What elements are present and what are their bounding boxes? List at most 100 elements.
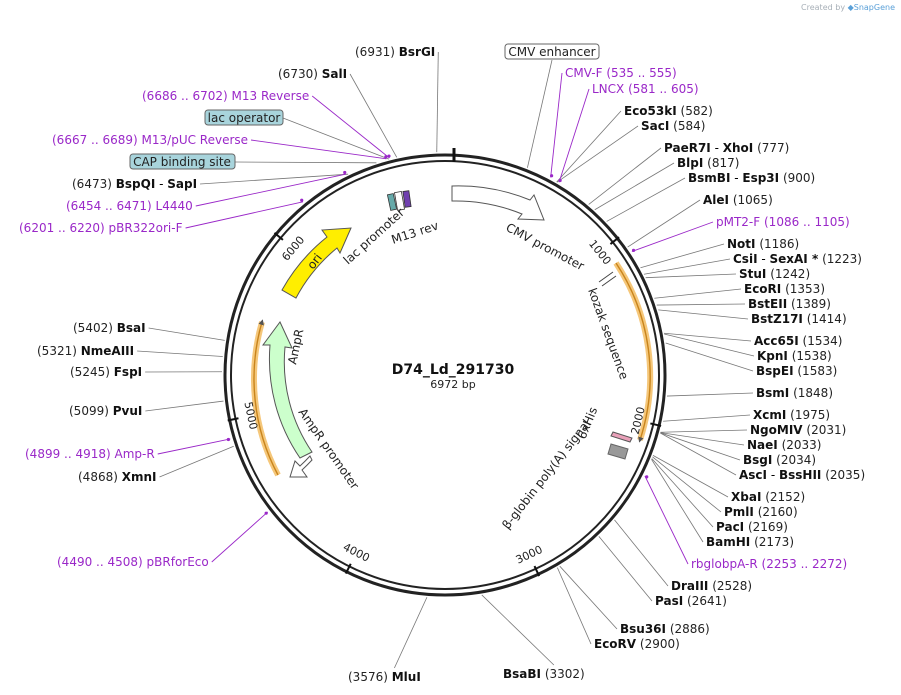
primer-pos: (581 .. 605) (628, 82, 698, 96)
svg-text:(6201 .. 6220) pBR322ori-F: (6201 .. 6220) pBR322ori-F (19, 221, 183, 235)
leader-xbai (652, 454, 729, 498)
site-ngomiv[interactable]: NgoMIV (2031) (750, 423, 846, 437)
ampr-promoter-arrow[interactable] (289, 455, 313, 478)
site-name: AscI (739, 468, 767, 482)
tick-label-6000: 6000 (279, 234, 307, 264)
site-name: StuI (739, 267, 766, 281)
svg-text:Acc65I (1534): Acc65I (1534) (754, 334, 842, 348)
primer-rbglobpa-r[interactable]: rbglobpA-R (2253 .. 2272) (691, 557, 847, 571)
primer-leader (195, 173, 346, 207)
site-bsu36i[interactable]: Bsu36I (2886) (620, 622, 710, 636)
site-asci[interactable]: AscI - BssHII (2035) (739, 468, 865, 482)
boxed-feature-labels: CMV enhancer lac operator CAP binding si… (129, 43, 600, 170)
site-draiii[interactable]: DraIII (2528) (671, 579, 752, 593)
leader-mlui (394, 597, 428, 669)
site-name: PmlI (724, 505, 754, 519)
site-ecori[interactable]: EcoRI (1353) (744, 282, 825, 296)
primer-lncx[interactable]: LNCX (581 .. 605) (592, 82, 699, 96)
site-saci[interactable]: SacI (584) (641, 119, 705, 133)
ampr-arrow[interactable] (262, 321, 313, 459)
his-tag-marker[interactable] (610, 431, 633, 443)
site-labels: (6931) BsrGI (6730) SalI Eco53kI (582)SacI… (19, 45, 865, 684)
site-acc65i[interactable]: Acc65I (1534) (754, 334, 842, 348)
primer-m13-puc-reverse[interactable]: (6667 .. 6689) M13/pUC Reverse (52, 133, 248, 147)
site-pos: (2034) (776, 453, 816, 467)
box-lac-operator[interactable] (204, 109, 284, 126)
primer-mark (264, 511, 268, 515)
primer-m13-reverse[interactable]: (6686 .. 6702) M13 Reverse (142, 89, 309, 103)
svg-text:(4490 .. 4508) pBRforEco: (4490 .. 4508) pBRforEco (57, 555, 209, 569)
site-mlui[interactable]: (3576) MluI (348, 670, 421, 684)
site-csii[interactable]: CsiI - SexAI * (1223) (733, 252, 862, 266)
site-name: DraIII (671, 579, 708, 593)
site-blpi[interactable]: BlpI (817) (677, 156, 739, 170)
site-alei[interactable]: AleI (1065) (703, 193, 773, 207)
site-pos: (2031) (806, 423, 846, 437)
site-pos: (1223) (822, 252, 862, 266)
site-bsgi[interactable]: BsgI (2034) (743, 453, 816, 467)
site-pos: (5245) (70, 365, 110, 379)
primer-pos: (6201 .. 6220) (19, 221, 105, 235)
ori-arrow[interactable] (281, 227, 352, 299)
snapgene-watermark: Created by ◆SnapGene (801, 3, 895, 12)
site-pasi[interactable]: PasI (2641) (655, 594, 727, 608)
site-bamhi[interactable]: BamHI (2173) (706, 535, 794, 549)
primer-l4440[interactable]: (6454 .. 6471) L4440 (66, 199, 193, 213)
orf-arrow-right (615, 262, 651, 443)
primer-mark (384, 155, 388, 159)
site-xcmi[interactable]: XcmI (1975) (753, 408, 830, 422)
site-ecorv[interactable]: EcoRV (2900) (594, 637, 680, 651)
site-pos: (900) (783, 171, 815, 185)
site-pvui[interactable]: (5099) PvuI (69, 404, 142, 418)
site-bspei[interactable]: BspEI (1583) (756, 364, 837, 378)
primer-pbr322ori-f[interactable]: (6201 .. 6220) pBR322ori-F (19, 221, 183, 235)
primer-pbrforeco[interactable]: (4490 .. 4508) pBRforEco (57, 555, 209, 569)
svg-text:PmlI (2160): PmlI (2160) (724, 505, 798, 519)
site-bsteii[interactable]: BstEII (1389) (748, 297, 831, 311)
watermark-text: Created by (801, 3, 846, 12)
site-eco53ki[interactable]: Eco53kI (582) (624, 104, 713, 118)
site-paci[interactable]: PacI (2169) (716, 520, 788, 534)
polya-marker[interactable] (607, 443, 629, 460)
primer-pmt2-f[interactable]: pMT2-F (1086 .. 1105) (716, 215, 850, 229)
site-sali[interactable]: (6730) SalI (278, 67, 347, 81)
svg-text:AscI - BssHII (2035): AscI - BssHII (2035) (739, 468, 865, 482)
site-name: PacI (716, 520, 744, 534)
primer-amp-r[interactable]: (4899 .. 4918) Amp-R (25, 447, 155, 461)
site-stui[interactable]: StuI (1242) (739, 267, 810, 281)
leader-nmeaiii (137, 350, 223, 357)
site-paer7i[interactable]: PaeR7I - XhoI (777) (664, 141, 789, 155)
site-pos: (2152) (765, 490, 805, 504)
primer-cmv-f[interactable]: CMV-F (535 .. 555) (565, 66, 677, 80)
primer-pos: (6667 .. 6689) (52, 133, 138, 147)
site-bstz17i[interactable]: BstZ17I (1414) (751, 312, 847, 326)
site-bsmbi[interactable]: BsmBI - Esp3I (900) (688, 171, 815, 185)
box-cmv-enhancer[interactable] (504, 43, 600, 60)
site-kpni[interactable]: KpnI (1538) (757, 349, 832, 363)
site-bsabi[interactable]: BsaBI (3302) (503, 667, 585, 681)
site-nmeaiii[interactable]: (5321) NmeAIII (37, 344, 134, 358)
cmv-promoter-arrow[interactable] (451, 185, 545, 221)
site-pmli[interactable]: PmlI (2160) (724, 505, 798, 519)
tick-label-5000: 5000 (241, 401, 259, 431)
site-naei[interactable]: NaeI (2033) (747, 438, 821, 452)
site-bspqi[interactable]: (6473) BspQI - SapI (72, 177, 197, 191)
site-pos: (5099) (69, 404, 109, 418)
site-fspi[interactable]: (5245) FspI (70, 365, 142, 379)
site-name: NgoMIV (750, 423, 803, 437)
svg-text:pMT2-F (1086 .. 1105): pMT2-F (1086 .. 1105) (716, 215, 850, 229)
site-name: BsaI (117, 321, 146, 335)
box-leader-2 (234, 161, 377, 164)
leader-naei (660, 432, 745, 446)
site-xbai[interactable]: XbaI (2152) (731, 490, 805, 504)
site-xmni[interactable]: (4868) XmnI (78, 470, 157, 484)
site-name: EcoRV (594, 637, 637, 651)
svg-text:(6686 .. 6702) M13 Reverse: (6686 .. 6702) M13 Reverse (142, 89, 309, 103)
site-bsai[interactable]: (5402) BsaI (73, 321, 146, 335)
kozak-marker (598, 271, 614, 283)
site-noti[interactable]: NotI (1186) (727, 237, 799, 251)
site-bsmi[interactable]: BsmI (1848) (756, 386, 833, 400)
svg-text:LNCX (581 .. 605): LNCX (581 .. 605) (592, 82, 699, 96)
box-cap-binding-site[interactable] (129, 153, 236, 170)
site-bsrgi[interactable]: (6931) BsrGI (355, 45, 435, 59)
